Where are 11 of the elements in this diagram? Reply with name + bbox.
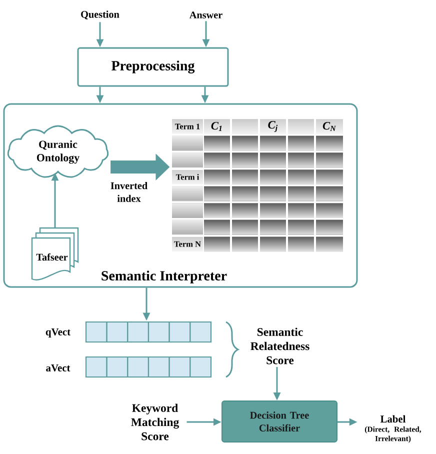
input-label: Answer	[190, 12, 222, 18]
score-label: Semantic Relatedness Score	[250, 328, 310, 364]
edge-label: Inverted index	[104, 180, 154, 204]
classifier-box: Decision Tree Classifier	[222, 400, 338, 442]
cloud: Quranic Ontology	[7, 125, 109, 178]
document-stack: Tafseer	[31, 227, 79, 280]
vector-label: aVect	[46, 364, 70, 372]
process-box: Preprocessing	[77, 47, 229, 87]
vector-label: qVect	[46, 328, 70, 338]
score-label: Keyword Matching Score	[131, 404, 179, 440]
input-label: Question	[81, 10, 120, 20]
